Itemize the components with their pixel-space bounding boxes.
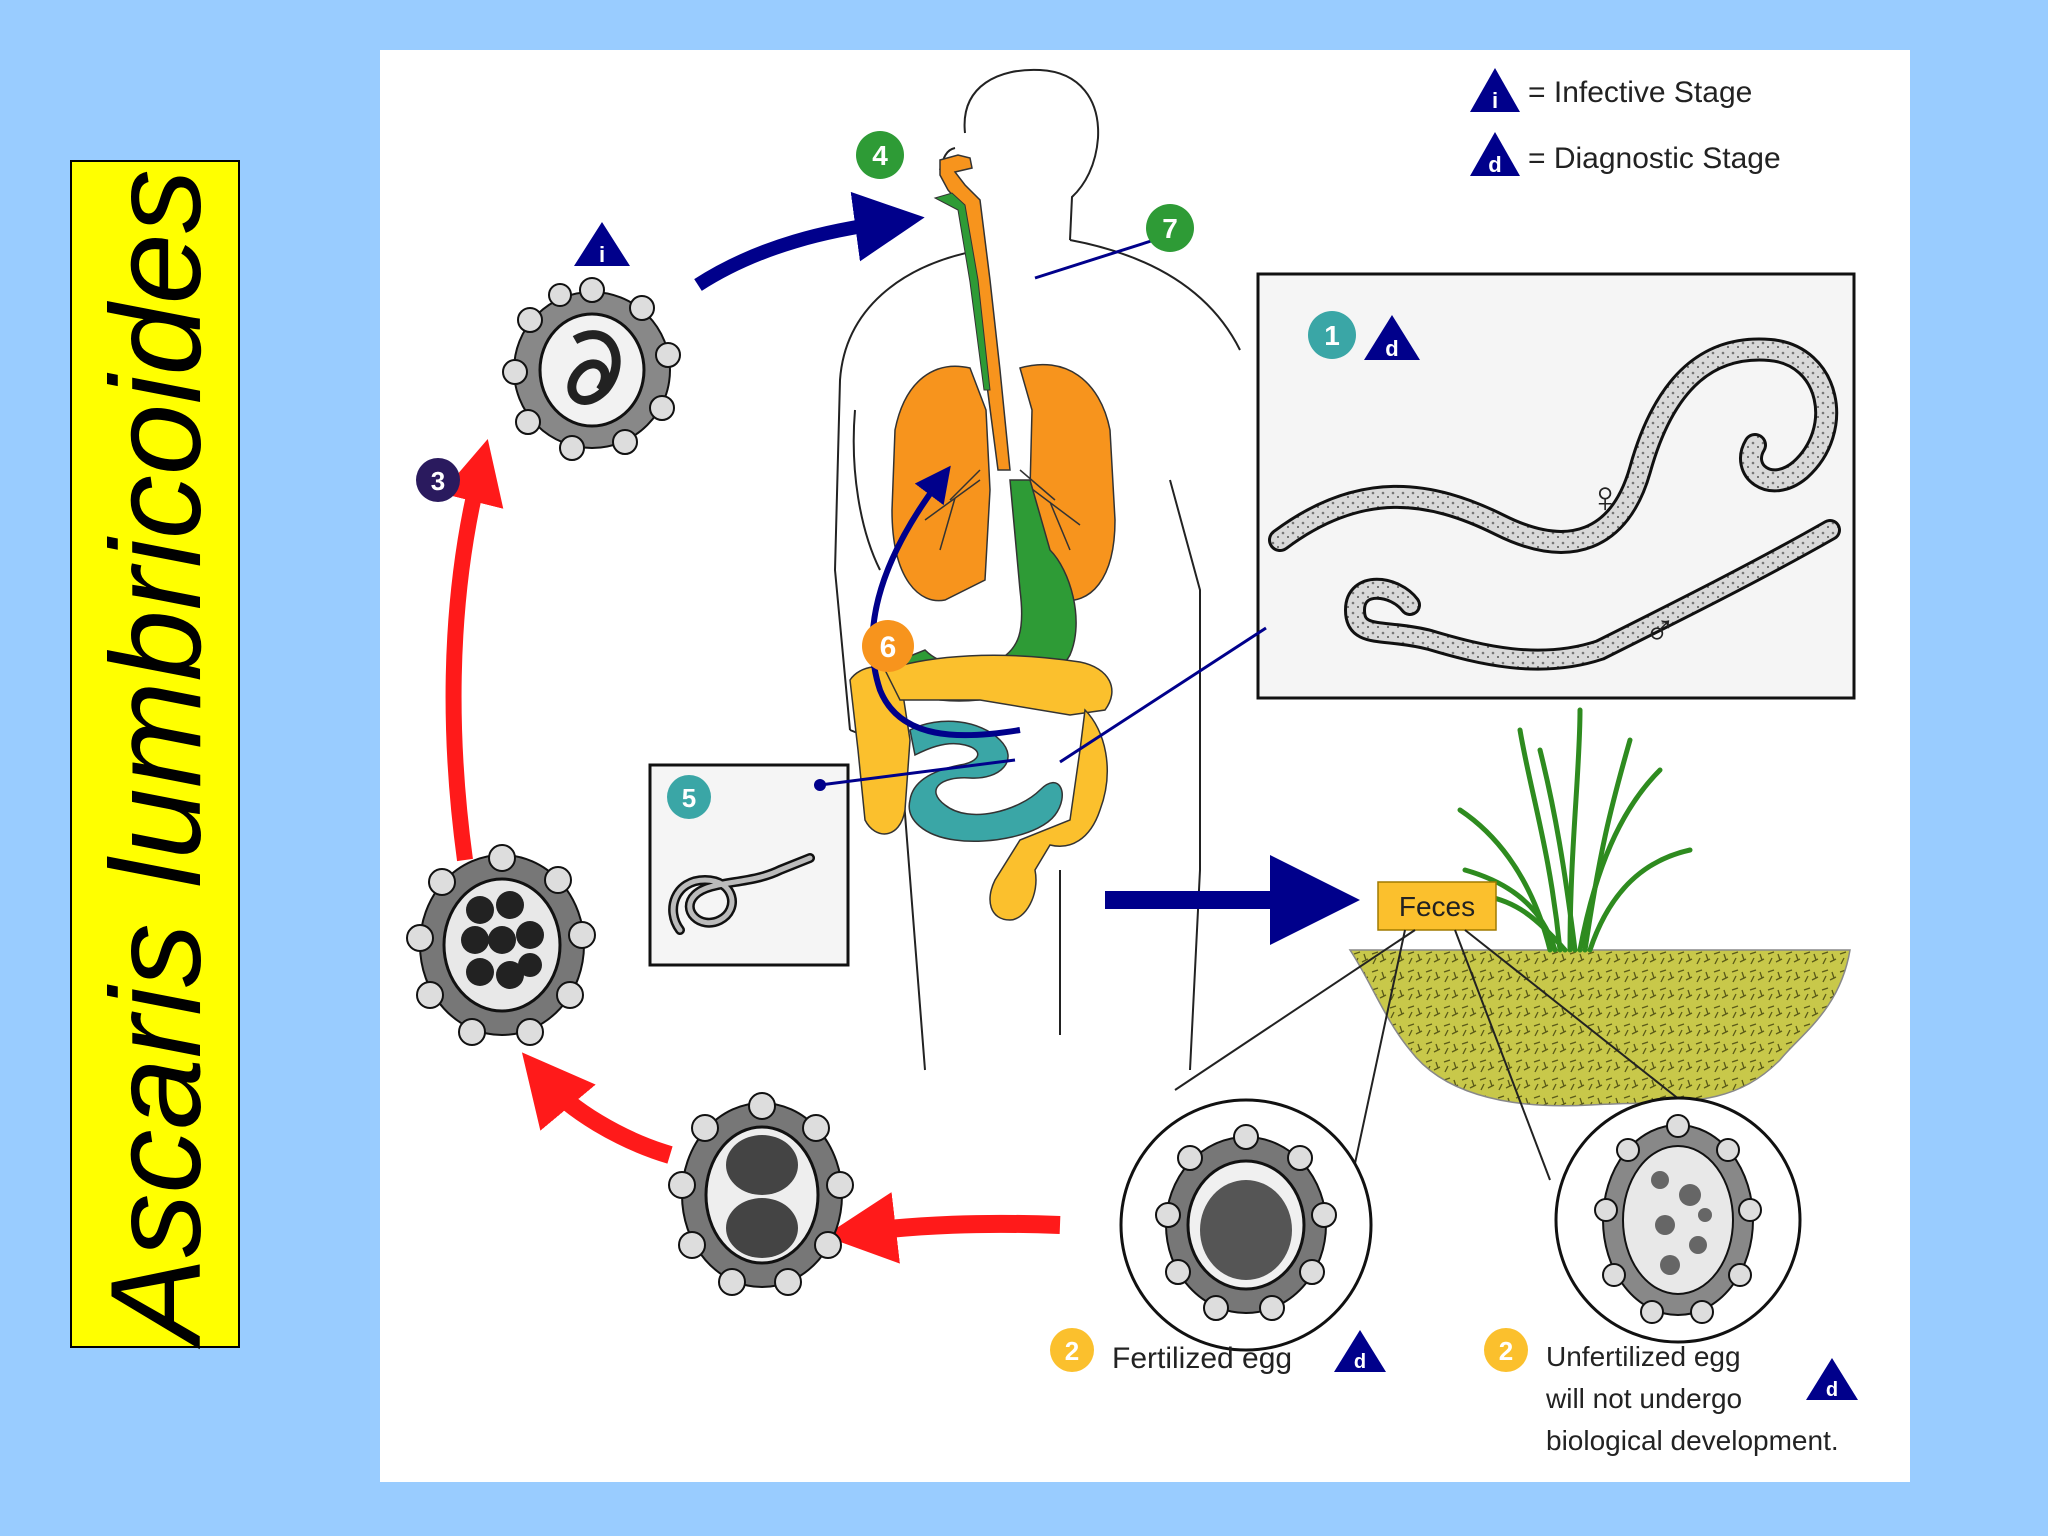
svg-text:d: d [1826, 1379, 1838, 1401]
feces-label-box: Feces [1377, 881, 1497, 931]
legend: i = Infective Stage d = Diagnostic Stage [1470, 68, 1781, 177]
pointer-larva-to-intestine [819, 758, 1016, 787]
diagnostic-stage-icon: d [1470, 132, 1520, 177]
fertilized-egg-label: Fertilized egg [1112, 1342, 1292, 1375]
svg-text:1: 1 [1324, 320, 1340, 351]
pointer-worms-to-intestine [1059, 626, 1267, 764]
svg-text:2: 2 [1065, 1336, 1079, 1366]
unfertilized-egg-label-line1: Unfertilized egg [1546, 1341, 1741, 1372]
small-intestine [908, 720, 1063, 843]
two-cell-egg [668, 1092, 854, 1296]
svg-text:3: 3 [431, 466, 445, 496]
unfertilized-egg-label-line2: will not undergo [1545, 1383, 1742, 1414]
step-badge-6: 6 [862, 620, 914, 672]
legend-diagnostic-label: = Diagnostic Stage [1528, 142, 1781, 175]
step-badge-1: 1 [1308, 311, 1356, 359]
svg-text:i: i [599, 242, 605, 267]
arrow-morula-to-larva [441, 438, 504, 862]
arrow-fertilized-to-cleavage [824, 1192, 1061, 1264]
infective-stage-icon: i [1470, 68, 1520, 113]
soil-ground [1348, 949, 1851, 1107]
unfertilized-egg-magnified [1554, 1096, 1802, 1344]
morula-egg [406, 844, 596, 1046]
pointer-larva-dot [814, 779, 826, 791]
svg-text:d: d [1488, 152, 1501, 177]
large-intestine [849, 654, 1113, 921]
female-symbol-icon: ♀ [1589, 473, 1622, 522]
step-badge-7: 7 [1146, 204, 1194, 252]
diagnostic-marker-unfertilized: d [1806, 1358, 1858, 1401]
svg-text:d: d [1354, 1351, 1366, 1373]
arrow-cleavage-to-morula [521, 1052, 673, 1164]
grass-tuft [1457, 707, 1693, 953]
title-box: Ascaris lumbricoides [70, 160, 240, 1348]
life-cycle-diagram: ♀ ♂ Feces [406, 68, 1858, 1456]
step-badge-4: 4 [856, 131, 904, 179]
svg-text:d: d [1385, 336, 1398, 361]
slide-title: Ascaris lumbricoides [85, 169, 228, 1343]
male-symbol-icon: ♂ [1644, 606, 1677, 655]
svg-text:2: 2 [1499, 1336, 1513, 1366]
life-cycle-panel: ♀ ♂ Feces [380, 50, 1910, 1482]
arrow-egg-to-mouth [694, 191, 925, 291]
svg-text:7: 7 [1162, 213, 1178, 244]
step-badge-2-fertilized: 2 [1050, 1328, 1094, 1372]
legend-infective-label: = Infective Stage [1528, 76, 1752, 109]
fertilized-egg-magnified [1119, 1098, 1373, 1352]
step-badge-2-unfertilized: 2 [1484, 1328, 1528, 1372]
infective-marker-egg: i [574, 222, 630, 267]
larvated-egg [502, 277, 681, 461]
step-badge-3: 3 [416, 458, 460, 502]
feces-label: Feces [1399, 891, 1475, 922]
svg-text:5: 5 [682, 783, 696, 813]
diagnostic-marker-step1: d [1364, 315, 1420, 361]
step-badge-5: 5 [667, 775, 711, 819]
pointer-step7-to-trachea [1034, 233, 1171, 280]
diagnostic-marker-fertilized: d [1334, 1330, 1386, 1373]
svg-text:4: 4 [872, 140, 888, 171]
svg-text:6: 6 [880, 631, 897, 664]
arrow-intestine-to-lungs [869, 465, 1021, 739]
svg-text:i: i [1492, 88, 1498, 113]
unfertilized-egg-label-line3: biological development. [1546, 1425, 1839, 1456]
adult-worms-box [1256, 272, 1856, 700]
respiratory-tract [933, 154, 1011, 471]
